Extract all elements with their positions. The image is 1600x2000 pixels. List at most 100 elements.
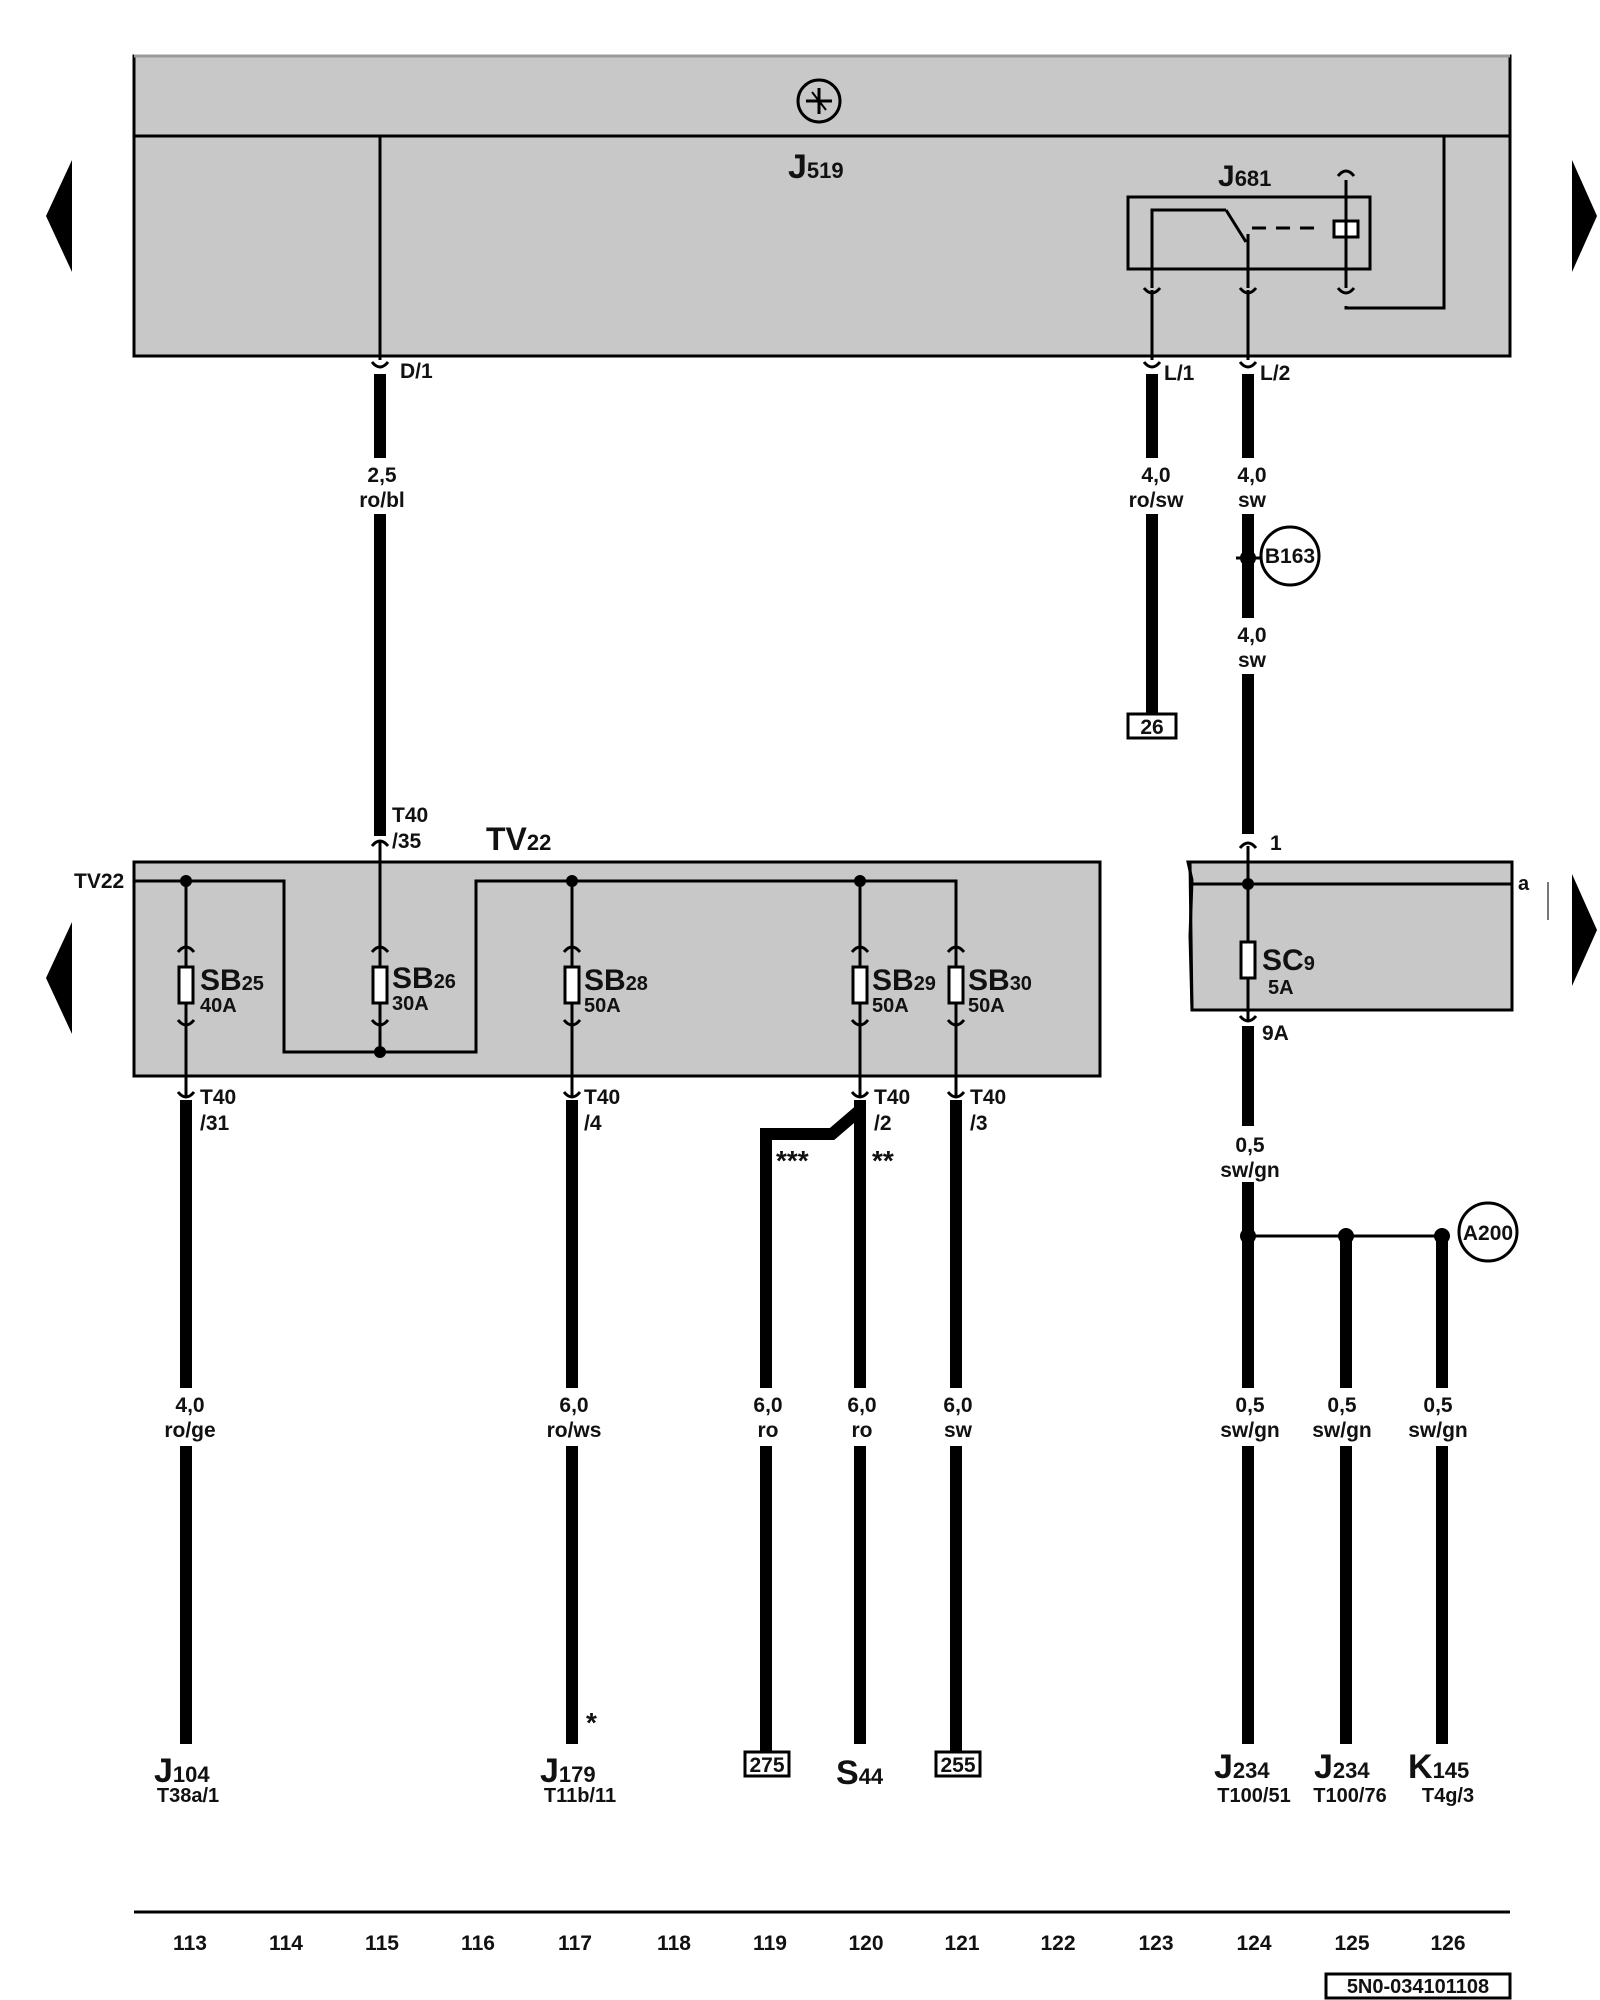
wire-l1[interactable]: 4,0 ro/sw (1129, 374, 1185, 716)
svg-text:SB30: SB30 (968, 964, 1032, 997)
fuse-sb28[interactable]: SB28 50A (562, 945, 648, 1027)
svg-text:ro/ge: ro/ge (164, 1419, 215, 1442)
svg-text:4,0: 4,0 (1141, 464, 1170, 487)
svg-text:/35: /35 (392, 830, 422, 853)
svg-text:2,5: 2,5 (367, 464, 397, 487)
component-j179[interactable]: J179 T11b/11 (540, 1752, 616, 1807)
svg-text:sw: sw (944, 1419, 973, 1442)
svg-text:50A: 50A (584, 995, 621, 1017)
component-s44[interactable]: S44 (836, 1754, 884, 1792)
fuse-sb25[interactable]: SB25 40A (176, 945, 264, 1027)
relay-name: J (1218, 160, 1235, 193)
wire-sc9-out[interactable]: 0,5 sw/gn (1220, 1026, 1280, 1236)
marker-three-star: *** (776, 1145, 809, 1176)
svg-text:5A: 5A (1268, 977, 1294, 999)
svg-text:T40: T40 (392, 804, 428, 827)
output-t40-4: T40 /4 (562, 1076, 620, 1135)
svg-text:L/1: L/1 (1164, 362, 1195, 385)
svg-text:T40: T40 (584, 1086, 620, 1109)
svg-text:255: 255 (940, 1754, 975, 1777)
electronic-component-icon (796, 78, 842, 124)
wire-col-124[interactable]: 0,5 sw/gn (1220, 1236, 1280, 1744)
ref-275[interactable]: 275 (743, 1750, 791, 1778)
component-j234-a[interactable]: J234 T100/51 (1214, 1748, 1291, 1807)
relay-j681: J681 (1126, 136, 1446, 310)
splice-a200[interactable]: A200 (1240, 1201, 1519, 1263)
fuse-sb30[interactable]: SB30 50A (946, 945, 1032, 1027)
col-125: 125 (1334, 1932, 1369, 1955)
svg-text:T4g/3: T4g/3 (1422, 1785, 1474, 1807)
svg-text:sw: sw (1238, 489, 1267, 512)
doc-ref-box: 5N0-034101108 (1324, 1972, 1512, 2000)
svg-text:T100/51: T100/51 (1217, 1785, 1290, 1807)
column-numbers: 113 114 115 116 117 118 119 120 121 122 … (173, 1932, 1465, 1955)
output-t40-31: T40 /31 (176, 1076, 236, 1135)
svg-text:B163: B163 (1265, 545, 1315, 568)
svg-text:4,0: 4,0 (1237, 464, 1266, 487)
svg-text:L/2: L/2 (1260, 362, 1290, 385)
svg-text:50A: 50A (968, 995, 1005, 1017)
svg-text:T38a/1: T38a/1 (157, 1785, 219, 1807)
svg-text:30A: 30A (392, 993, 429, 1015)
page-nav-right-icons[interactable] (1572, 160, 1597, 986)
col-120: 120 (848, 1932, 883, 1955)
svg-text:/31: /31 (200, 1112, 230, 1135)
svg-text:TV22: TV22 (486, 821, 551, 857)
wire-d1[interactable]: 2,5 ro/bl (359, 374, 405, 836)
fuse-sb29[interactable]: SB29 50A (850, 945, 936, 1027)
wire-col-117[interactable]: 6,0 ro/ws * (547, 1100, 602, 1744)
ref-255[interactable]: 255 (934, 1750, 982, 1778)
junction-b163[interactable]: B163 (1236, 525, 1321, 587)
svg-text:SC9: SC9 (1262, 944, 1315, 977)
next-page-arrow-icon-top[interactable] (1572, 160, 1597, 272)
wire-col-119[interactable]: 6,0 ro *** (753, 1100, 866, 1760)
relay-sub: 681 (1235, 166, 1272, 191)
svg-text:J104: J104 (154, 1752, 210, 1790)
svg-text:0,5: 0,5 (1235, 1394, 1265, 1417)
svg-text:sw/gn: sw/gn (1220, 1419, 1280, 1442)
wire-col-125[interactable]: 0,5 sw/gn (1312, 1236, 1372, 1744)
svg-text:sw/gn: sw/gn (1408, 1419, 1468, 1442)
component-j104[interactable]: J104 T38a/1 (154, 1752, 219, 1807)
svg-text:sw/gn: sw/gn (1312, 1419, 1372, 1442)
component-j234-b[interactable]: J234 T100/76 (1313, 1748, 1386, 1807)
marker-one-star: * (586, 1707, 597, 1738)
output-t40-3: T40 /3 (946, 1076, 1006, 1135)
col-114: 114 (269, 1932, 303, 1955)
prev-page-arrow-icon-top[interactable] (46, 160, 72, 272)
wire-col-113[interactable]: 4,0 ro/ge (164, 1100, 216, 1744)
wire-col-120[interactable]: 6,0 ro ** (847, 1100, 894, 1744)
fuse-holder-sc: a (1186, 846, 1549, 1022)
svg-text:4,0: 4,0 (1237, 624, 1266, 647)
pin-d1: D/1 (370, 360, 433, 383)
wire-col-126[interactable]: 0,5 sw/gn (1408, 1236, 1468, 1744)
svg-text:0,5: 0,5 (1327, 1394, 1357, 1417)
svg-text:26: 26 (1140, 716, 1163, 739)
col-118: 118 (657, 1932, 691, 1955)
svg-text:6,0: 6,0 (943, 1394, 972, 1417)
svg-text:ro/sw: ro/sw (1129, 489, 1185, 512)
wire-col-121[interactable]: 6,0 sw (943, 1100, 973, 1760)
j519-label: J519 (788, 148, 844, 186)
control-unit-j519: J519 J681 (132, 54, 1512, 360)
svg-text:ro: ro (758, 1419, 779, 1442)
page-nav-left-icons[interactable] (46, 160, 72, 1034)
svg-text:6,0: 6,0 (753, 1394, 782, 1417)
next-page-arrow-icon-bottom[interactable] (1572, 874, 1597, 986)
svg-text:40A: 40A (200, 995, 237, 1017)
wire-l2[interactable]: 4,0 sw 4,0 sw (1237, 374, 1267, 834)
fuse-sc9[interactable]: SC9 5A (1239, 940, 1315, 999)
col-116: 116 (461, 1932, 495, 1955)
svg-text:T40: T40 (970, 1086, 1006, 1109)
fuse-sb26[interactable]: SB26 30A (370, 945, 456, 1027)
pin-9a: 9A (1238, 1015, 1289, 1045)
ref-26[interactable]: 26 (1126, 712, 1178, 740)
component-k145[interactable]: K145 T4g/3 (1408, 1748, 1474, 1807)
prev-page-arrow-icon-bottom[interactable] (46, 922, 72, 1034)
svg-text:50A: 50A (872, 995, 909, 1017)
svg-text:T40: T40 (200, 1086, 236, 1109)
col-115: 115 (365, 1932, 399, 1955)
col-124: 124 (1236, 1932, 1271, 1955)
col-117: 117 (558, 1932, 592, 1955)
col-113: 113 (173, 1932, 207, 1955)
